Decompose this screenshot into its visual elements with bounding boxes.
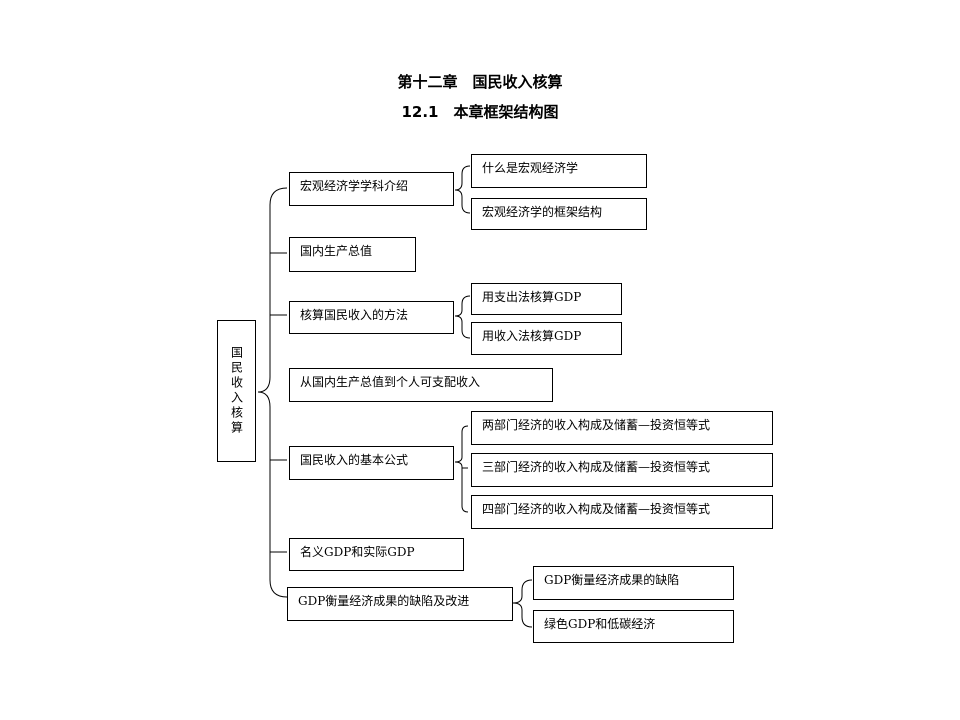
node-gdp-defects-improvement: GDP衡量经济成果的缺陷及改进 bbox=[287, 587, 513, 621]
node-three-sector: 三部门经济的收入构成及储蓄—投资恒等式 bbox=[471, 453, 773, 487]
node-four-sector: 四部门经济的收入构成及储蓄—投资恒等式 bbox=[471, 495, 773, 529]
node-basic-formula: 国民收入的基本公式 bbox=[289, 446, 454, 480]
node-accounting-methods: 核算国民收入的方法 bbox=[289, 301, 454, 334]
node-macro-framework: 宏观经济学的框架结构 bbox=[471, 198, 647, 230]
node-what-is-macro: 什么是宏观经济学 bbox=[471, 154, 647, 188]
node-two-sector: 两部门经济的收入构成及储蓄—投资恒等式 bbox=[471, 411, 773, 445]
node-income-method: 用收入法核算GDP bbox=[471, 322, 622, 355]
node-macro-intro: 宏观经济学学科介绍 bbox=[289, 172, 454, 206]
node-nominal-real-gdp: 名义GDP和实际GDP bbox=[289, 538, 464, 571]
node-green-gdp: 绿色GDP和低碳经济 bbox=[533, 610, 734, 643]
section-title: 12.1 本章框架结构图 bbox=[401, 103, 559, 121]
root-node: 国民收入核算 bbox=[217, 320, 256, 462]
chapter-title: 第十二章 国民收入核算 bbox=[397, 73, 563, 91]
node-expenditure-method: 用支出法核算GDP bbox=[471, 283, 622, 315]
node-gdp-defects: GDP衡量经济成果的缺陷 bbox=[533, 566, 734, 600]
node-gdp: 国内生产总值 bbox=[289, 237, 416, 272]
node-gdp-to-disposable: 从国内生产总值到个人可支配收入 bbox=[289, 368, 553, 402]
